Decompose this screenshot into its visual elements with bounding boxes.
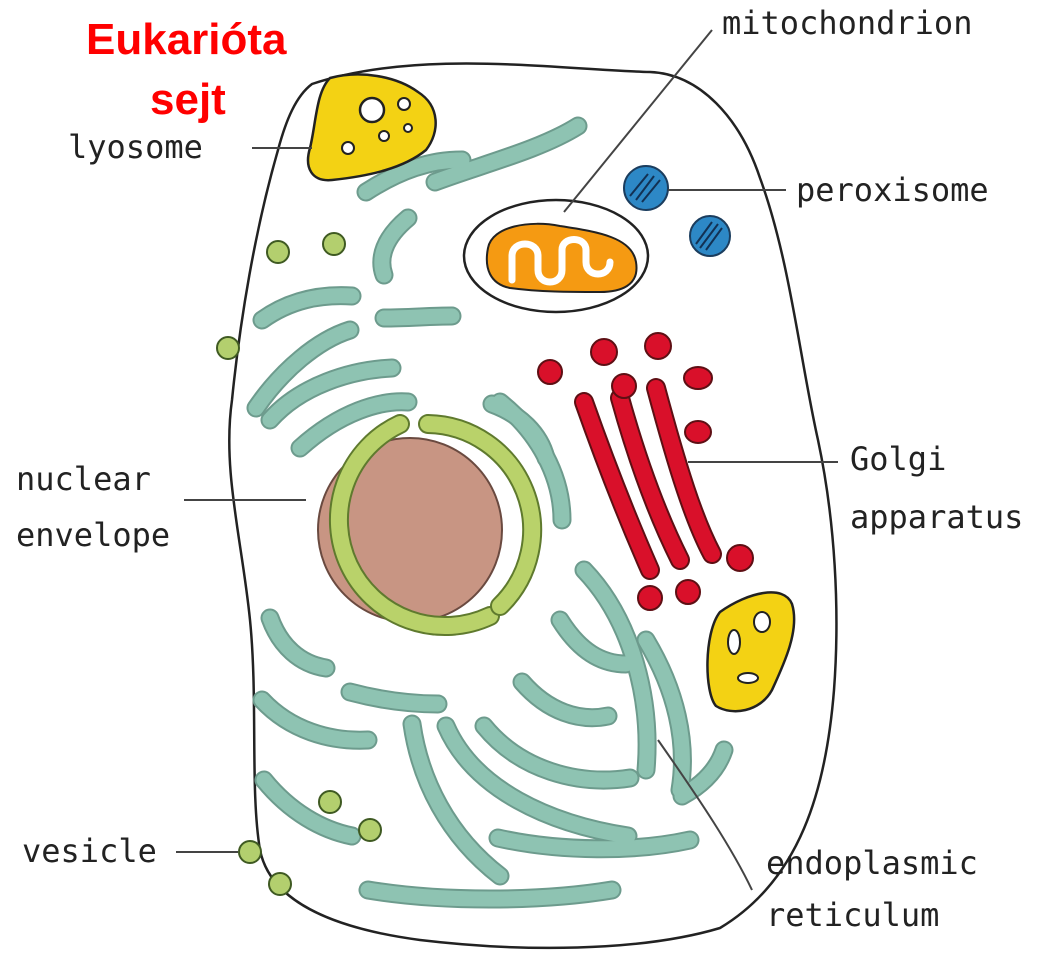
er-tubule: [384, 316, 452, 318]
label-golgi-line-1: Golgi: [850, 440, 946, 478]
label-er-line-1: endoplasmic: [766, 844, 978, 882]
label-golgi-line-2: apparatus: [850, 498, 1023, 536]
mitochondrion: [464, 200, 648, 312]
label-nuclear-envelope-line-2: envelope: [16, 516, 170, 554]
label-er-line-2: reticulum: [766, 896, 939, 934]
label-nuclear-envelope-line-1: nuclear: [16, 460, 151, 498]
label-lysosome: lyosome: [68, 128, 203, 166]
label-vesicle: vesicle: [22, 832, 157, 870]
label-mitochondrion: mitochondrion: [722, 4, 972, 42]
label-peroxisome: peroxisome: [796, 171, 989, 209]
